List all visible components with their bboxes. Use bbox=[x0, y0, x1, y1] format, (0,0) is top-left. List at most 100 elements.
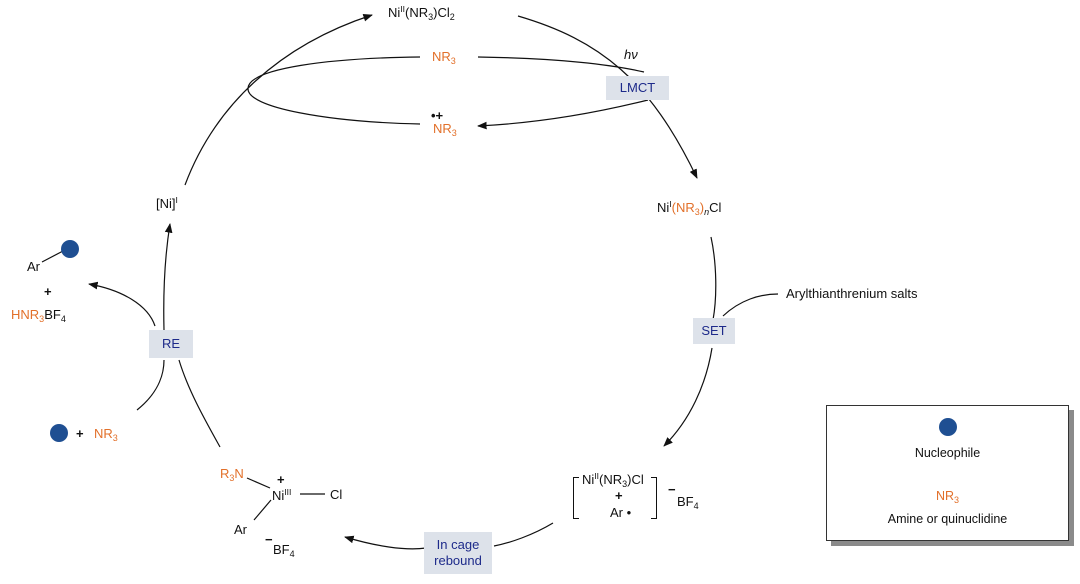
legend-nucleophile-label: Nucleophile bbox=[914, 446, 981, 460]
bracket-complex-ligand-close: ) bbox=[627, 472, 632, 487]
top-complex-ligand-sub: 3 bbox=[428, 12, 434, 22]
bracket-counter-ion: BF4 bbox=[677, 495, 699, 511]
product-plus: + bbox=[44, 284, 52, 299]
ni-iii-ox-state: III bbox=[284, 487, 292, 497]
arrow-amine-in bbox=[477, 56, 645, 73]
nucleophile-input-amine: NR3 bbox=[94, 427, 118, 443]
arrow-nucleophile-in bbox=[136, 359, 165, 411]
ni-iii-r3n-text: R bbox=[220, 466, 230, 481]
re-label: RE bbox=[161, 335, 181, 351]
amine-in-label: NR3 bbox=[432, 50, 456, 66]
top-complex-metal: Ni bbox=[388, 5, 401, 20]
top-complex-label: NiII(NR3)Cl2 bbox=[388, 5, 455, 22]
product-salt: HNR3BF4 bbox=[11, 308, 66, 324]
lmct-label: LMCT bbox=[619, 79, 656, 95]
ni-i-left-ox-state: I bbox=[175, 195, 178, 205]
ni-i-complex-ox-state: I bbox=[669, 199, 672, 209]
ni-iii-counter-ion: BF4 bbox=[273, 543, 295, 559]
bracket-complex-ligand-sub: 3 bbox=[622, 479, 628, 489]
amine-radical-label: NR3 bbox=[433, 122, 457, 138]
product-salt-bf: BF bbox=[44, 307, 61, 322]
bracket-complex-ligand-open: (NR bbox=[599, 472, 623, 487]
ni-i-left-text: [Ni] bbox=[156, 196, 176, 211]
legend-amine-symbol: NR3 bbox=[827, 490, 1068, 505]
bracket-complex-ox-state: II bbox=[594, 471, 600, 481]
bond-ni-ar bbox=[253, 499, 272, 521]
ni-i-complex-ligand-close: ) bbox=[699, 200, 705, 215]
ni-iii-counter-text: BF bbox=[273, 542, 290, 557]
product-salt-bf-sub: 4 bbox=[60, 314, 66, 324]
ni-i-complex-label: NiI(NR3)nCl bbox=[657, 200, 721, 217]
ni-iii-r3n-n: N bbox=[234, 466, 244, 481]
arrow-re-to-product bbox=[88, 281, 156, 327]
ni-i-complex-n: n bbox=[704, 207, 710, 217]
amine-in-text: NR bbox=[432, 49, 451, 64]
ni-i-complex-ligand-sub: 3 bbox=[694, 207, 700, 217]
ni-i-complex-ligand: (NR bbox=[671, 200, 695, 215]
top-complex-ligand-close: ) bbox=[433, 5, 438, 20]
amine-radical-charge: •+ bbox=[431, 108, 444, 123]
top-complex-ligand: (NR bbox=[405, 5, 429, 20]
legend-amine-symbol-text: NR bbox=[935, 489, 955, 503]
ni-iii-metal-label: NiIII bbox=[272, 488, 291, 502]
arylthianthrenium-label: Arylthianthrenium salts bbox=[786, 286, 918, 301]
bracket-counter-text: BF bbox=[677, 494, 694, 509]
legend-nucleophile-dot-icon bbox=[939, 418, 957, 436]
in-cage-rebound-label: In cage rebound bbox=[434, 536, 482, 568]
arrow-amine-loop bbox=[247, 56, 421, 125]
top-complex-tail: Cl bbox=[437, 5, 450, 20]
amine-radical-text: NR bbox=[433, 121, 452, 136]
legend-amine-symbol-sub: 3 bbox=[954, 495, 960, 505]
product-nucleophile-dot-icon bbox=[61, 240, 79, 258]
arrow-top-to-ni-i-complex bbox=[517, 15, 698, 179]
ni-i-complex-tail: Cl bbox=[709, 200, 722, 215]
nucleophile-input-amine-sub: 3 bbox=[112, 433, 118, 443]
lmct-badge: LMCT bbox=[606, 76, 669, 100]
amine-in-sub: 3 bbox=[450, 56, 456, 66]
bracket-counter-charge: − bbox=[668, 482, 676, 497]
bracket-aryl-text: Ar bbox=[610, 505, 623, 520]
arrow-ni-iii-to-re bbox=[178, 359, 221, 448]
bracket-aryl-radical: Ar • bbox=[610, 506, 631, 519]
bracket-right bbox=[651, 477, 657, 519]
bracket-complex-plus: + bbox=[615, 488, 623, 503]
light-hv-label: hν bbox=[624, 47, 638, 62]
nucleophile-input-dot-icon bbox=[50, 424, 68, 442]
ni-iii-r3n-sub: 3 bbox=[229, 473, 235, 483]
re-badge: RE bbox=[149, 330, 193, 358]
legend-box: Nucleophile NR3 Amine or quinuclidine bbox=[826, 405, 1069, 541]
ni-iii-plus: + bbox=[277, 472, 285, 487]
product-ar: Ar bbox=[27, 259, 40, 274]
ni-iii-ar: Ar bbox=[234, 522, 247, 537]
bracket-counter-sub: 4 bbox=[693, 501, 699, 511]
nucleophile-input-plus: + bbox=[76, 426, 84, 441]
set-label: SET bbox=[701, 322, 727, 338]
in-cage-rebound-badge: In cage rebound bbox=[424, 532, 492, 574]
ni-iii-cl: Cl bbox=[330, 487, 343, 502]
ni-iii-counter-charge: − bbox=[265, 532, 273, 547]
top-complex-tail-sub: 2 bbox=[449, 12, 455, 22]
ni-iii-r3n-label: R3N bbox=[220, 467, 244, 483]
arrow-re-to-ni-i bbox=[163, 223, 173, 331]
top-complex-ox-state: II bbox=[400, 4, 406, 14]
legend-amine-desc: Amine or quinuclidine bbox=[887, 512, 1008, 526]
ni-iii-counter-sub: 4 bbox=[289, 549, 295, 559]
bond-r3n-ni bbox=[246, 477, 271, 489]
arrow-bracket-to-rebound bbox=[493, 522, 554, 547]
set-badge: SET bbox=[693, 318, 735, 344]
bracket-aryl-radical-dot: • bbox=[626, 505, 632, 520]
arrow-ni-i-complex-down bbox=[710, 236, 717, 321]
arrow-arylthianthrenium-in bbox=[722, 293, 779, 317]
arrow-amine-radical-out bbox=[477, 99, 649, 130]
ni-iii-metal: Ni bbox=[272, 488, 285, 503]
arrow-set-to-bracket bbox=[663, 347, 713, 447]
bracket-complex-metal: Ni bbox=[582, 472, 595, 487]
ni-i-complex-metal: Ni bbox=[657, 200, 670, 215]
amine-radical-sub: 3 bbox=[451, 128, 457, 138]
nucleophile-input-amine-text: NR bbox=[94, 426, 113, 441]
arrow-rebound-to-ni-iii bbox=[344, 535, 427, 550]
arrow-ni-i-to-top bbox=[184, 14, 373, 186]
bracket-complex-tail: Cl bbox=[631, 472, 644, 487]
